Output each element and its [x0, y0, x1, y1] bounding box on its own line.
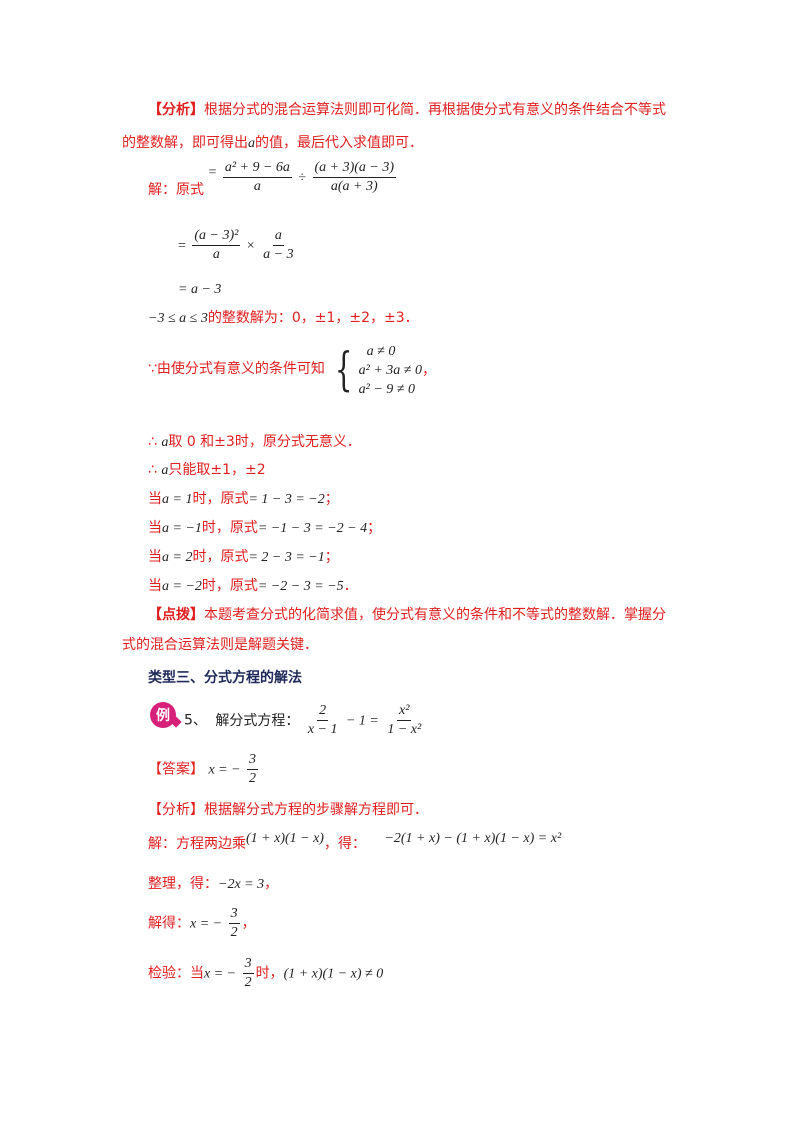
analysis-tag: 【分析】 [148, 102, 204, 118]
solution-step-1: 解：原式 = a² + 9 − 6a a ÷ (a + 3)(a − 3) a(… [148, 160, 397, 198]
solution5-line-3: 解得：x = − 3 2 ， [148, 906, 256, 940]
solution5-line-4: 检验：当x = − 3 2 时，(1 + x)(1 − x) ≠ 0 [148, 956, 384, 990]
tip-paragraph-cont: 式的混合运算法则是解题关键． [122, 637, 318, 653]
example-badge-icon: 例 [150, 702, 176, 728]
answer-tag: 【答案】 [148, 761, 204, 778]
solution-step-2: = (a − 3)² a × a a − 3 [178, 228, 294, 262]
condition-system: ∵由使分式有意义的条件可知 { a ≠ 0 a² + 3a ≠ 0 a² − 9… [148, 340, 436, 401]
therefore-line-2: ∴ a只能取±1，±2 [148, 462, 266, 478]
solution5-line-1: 解：方程两边乘(1 + x)(1 − x)，得： −2(1 + x) − (1 … [148, 831, 562, 852]
therefore-line-1: ∴ a取 0 和±3时，原分式无意义． [148, 434, 361, 450]
case-line: 当a = −1时，原式= −1 − 3 = −2 − 4； [148, 520, 382, 536]
fraction-2a: (a − 3)² a [192, 228, 241, 262]
analysis-paragraph-1: 【分析】根据分式的混合运算法则即可化简．再根据使分式有意义的条件结合不等式 [148, 102, 666, 118]
fraction-1a: a² + 9 − 6a a [222, 160, 292, 194]
case-line: 当a = −2时，原式= −2 − 3 = −5． [148, 578, 358, 594]
equation-system: { a ≠ 0 a² + 3a ≠ 0 a² − 9 ≠ 0 [329, 340, 422, 401]
tip-tag: 【点拨】 [148, 607, 204, 623]
tip-paragraph: 【点拨】本题考查分式的化简求值，使分式有意义的条件和不等式的整数解．掌握分 [148, 607, 666, 623]
analysis-paragraph-5: 【分析】根据解分式方程的步骤解方程即可． [148, 802, 428, 818]
analysis-paragraph-1-cont: 的整数解，即可得出a的值，最后代入求值即可． [122, 135, 423, 151]
answer-line: 【答案】 x = − 3 2 [148, 752, 259, 786]
fraction-lhs: 2 x − 1 [307, 703, 338, 737]
left-brace-icon: { [335, 342, 353, 396]
check-fraction: 3 2 [242, 956, 254, 990]
section-heading: 类型三、分式方程的解法 [148, 670, 302, 686]
example-5-problem: 5、 解分式方程： 2 x − 1 − 1 = x² 1 − x² [184, 703, 422, 737]
answer-fraction: 3 2 [247, 752, 259, 786]
solution-fraction: 3 2 [228, 906, 240, 940]
solution5-line-2: 整理，得：−2x = 3， [148, 876, 279, 892]
fraction-2b: a a − 3 [263, 228, 294, 262]
solution-step-3: = a − 3 [178, 282, 222, 297]
analysis-tag: 【分析】 [148, 802, 204, 818]
fraction-1b: (a + 3)(a − 3) a(a + 3) [312, 160, 397, 194]
fraction-rhs: x² 1 − x² [387, 703, 422, 737]
case-line: 当a = 2时，原式= 2 − 3 = −1； [148, 549, 339, 565]
case-line: 当a = 1时，原式= 1 − 3 = −2； [148, 491, 339, 507]
integer-solutions: −3 ≤ a ≤ 3的整数解为：0，±1，±2，±3． [148, 310, 419, 326]
